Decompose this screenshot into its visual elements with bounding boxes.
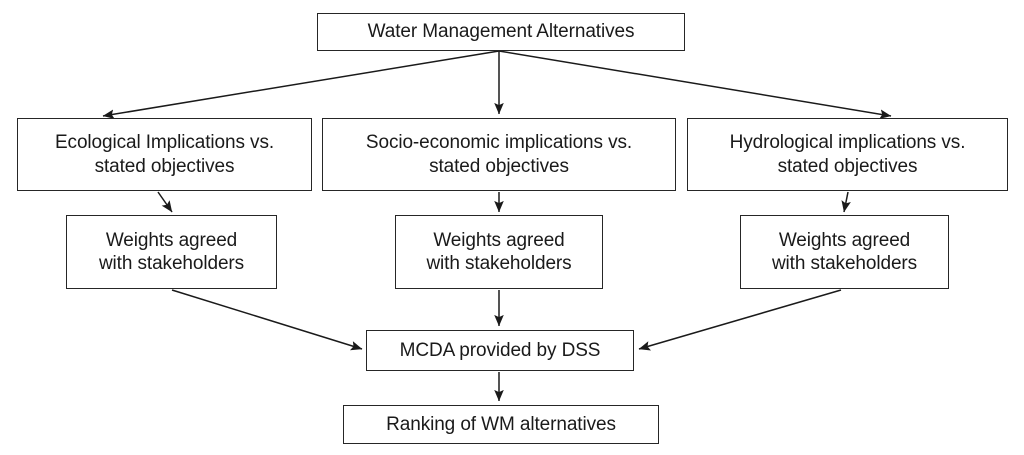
node-hydrological-implications[interactable]: Hydrological implications vs. stated obj… [687,118,1008,191]
node-label: Ecological Implications vs. stated objec… [54,132,275,177]
node-socio-economic-implications[interactable]: Socio-economic implications vs. stated o… [322,118,676,191]
node-label: Weights agreed with stakeholders [426,229,572,274]
node-weights-socio-economic[interactable]: Weights agreed with stakeholders [395,215,603,289]
node-label: Weights agreed with stakeholders [771,229,918,274]
node-label: Water Management Alternatives [367,21,635,43]
node-ranking-of-wm-alternatives[interactable]: Ranking of WM alternatives [343,405,659,444]
node-label: Ranking of WM alternatives [386,413,616,435]
node-label: Weights agreed with stakeholders [98,229,245,274]
edge-ecological-to-weights [157,191,173,213]
edge-weights-hydrological-to-mcda [638,289,842,351]
edge-top-to-ecological [102,50,500,119]
edge-weights-ecological-to-mcda [171,289,363,351]
node-ecological-implications[interactable]: Ecological Implications vs. stated objec… [17,118,312,191]
node-weights-ecological[interactable]: Weights agreed with stakeholders [66,215,277,289]
edge-hydrological-to-weights [841,191,851,213]
node-water-management-alternatives[interactable]: Water Management Alternatives [317,13,685,51]
node-mcda-provided-by-dss[interactable]: MCDA provided by DSS [366,330,634,371]
node-label: Socio-economic implications vs. stated o… [365,132,633,177]
node-weights-hydrological[interactable]: Weights agreed with stakeholders [740,215,949,289]
node-label: MCDA provided by DSS [399,339,601,361]
edge-top-to-hydrological [498,50,892,119]
node-label: Hydrological implications vs. stated obj… [729,132,966,177]
